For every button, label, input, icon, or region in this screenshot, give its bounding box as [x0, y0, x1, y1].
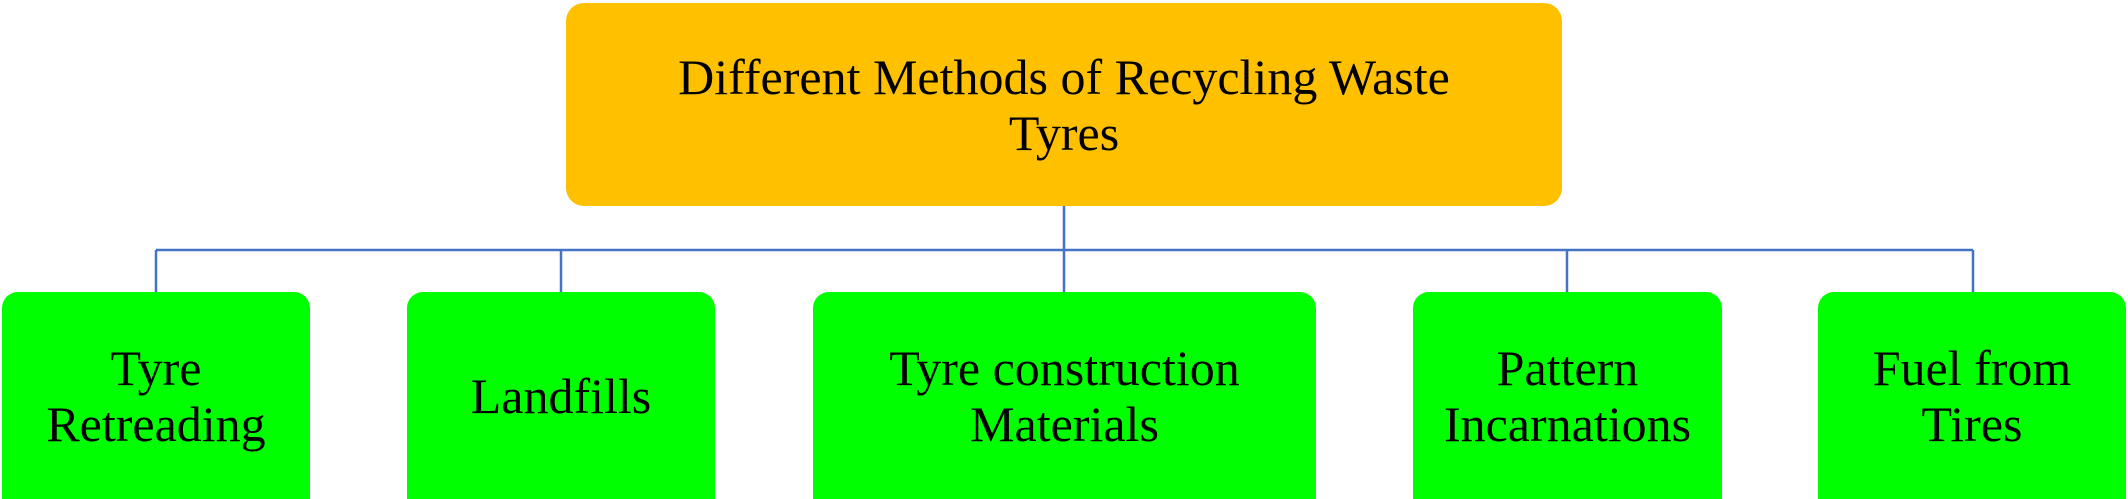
- child-node-fuel-from-tires: Fuel from Tires: [1818, 292, 2126, 499]
- child-node-label-line1: Fuel from: [1872, 339, 2072, 396]
- child-node-label-line1: Tyre construction: [889, 339, 1240, 396]
- root-node: Different Methods of Recycling Waste Tyr…: [566, 3, 1562, 206]
- root-node-label: Different Methods of Recycling Waste Tyr…: [678, 48, 1450, 161]
- child-node-label-line2: Tires: [1921, 395, 2023, 452]
- child-node-landfills: Landfills: [407, 292, 715, 499]
- child-node-pattern-incarnations: Pattern Incarnations: [1413, 292, 1722, 499]
- child-node-label-line2: Materials: [970, 395, 1159, 452]
- child-node-label-line1: Pattern: [1496, 339, 1639, 396]
- child-node-label-line2: Incarnations: [1443, 395, 1692, 452]
- child-node-label-line1: Landfills: [470, 367, 652, 424]
- child-node-tyre-retreading: Tyre Retreading: [2, 292, 310, 499]
- child-node-label-line1: Tyre: [110, 339, 202, 396]
- child-node-tyre-construction-materials: Tyre construction Materials: [813, 292, 1316, 499]
- child-node-label-line2: Retreading: [46, 395, 266, 452]
